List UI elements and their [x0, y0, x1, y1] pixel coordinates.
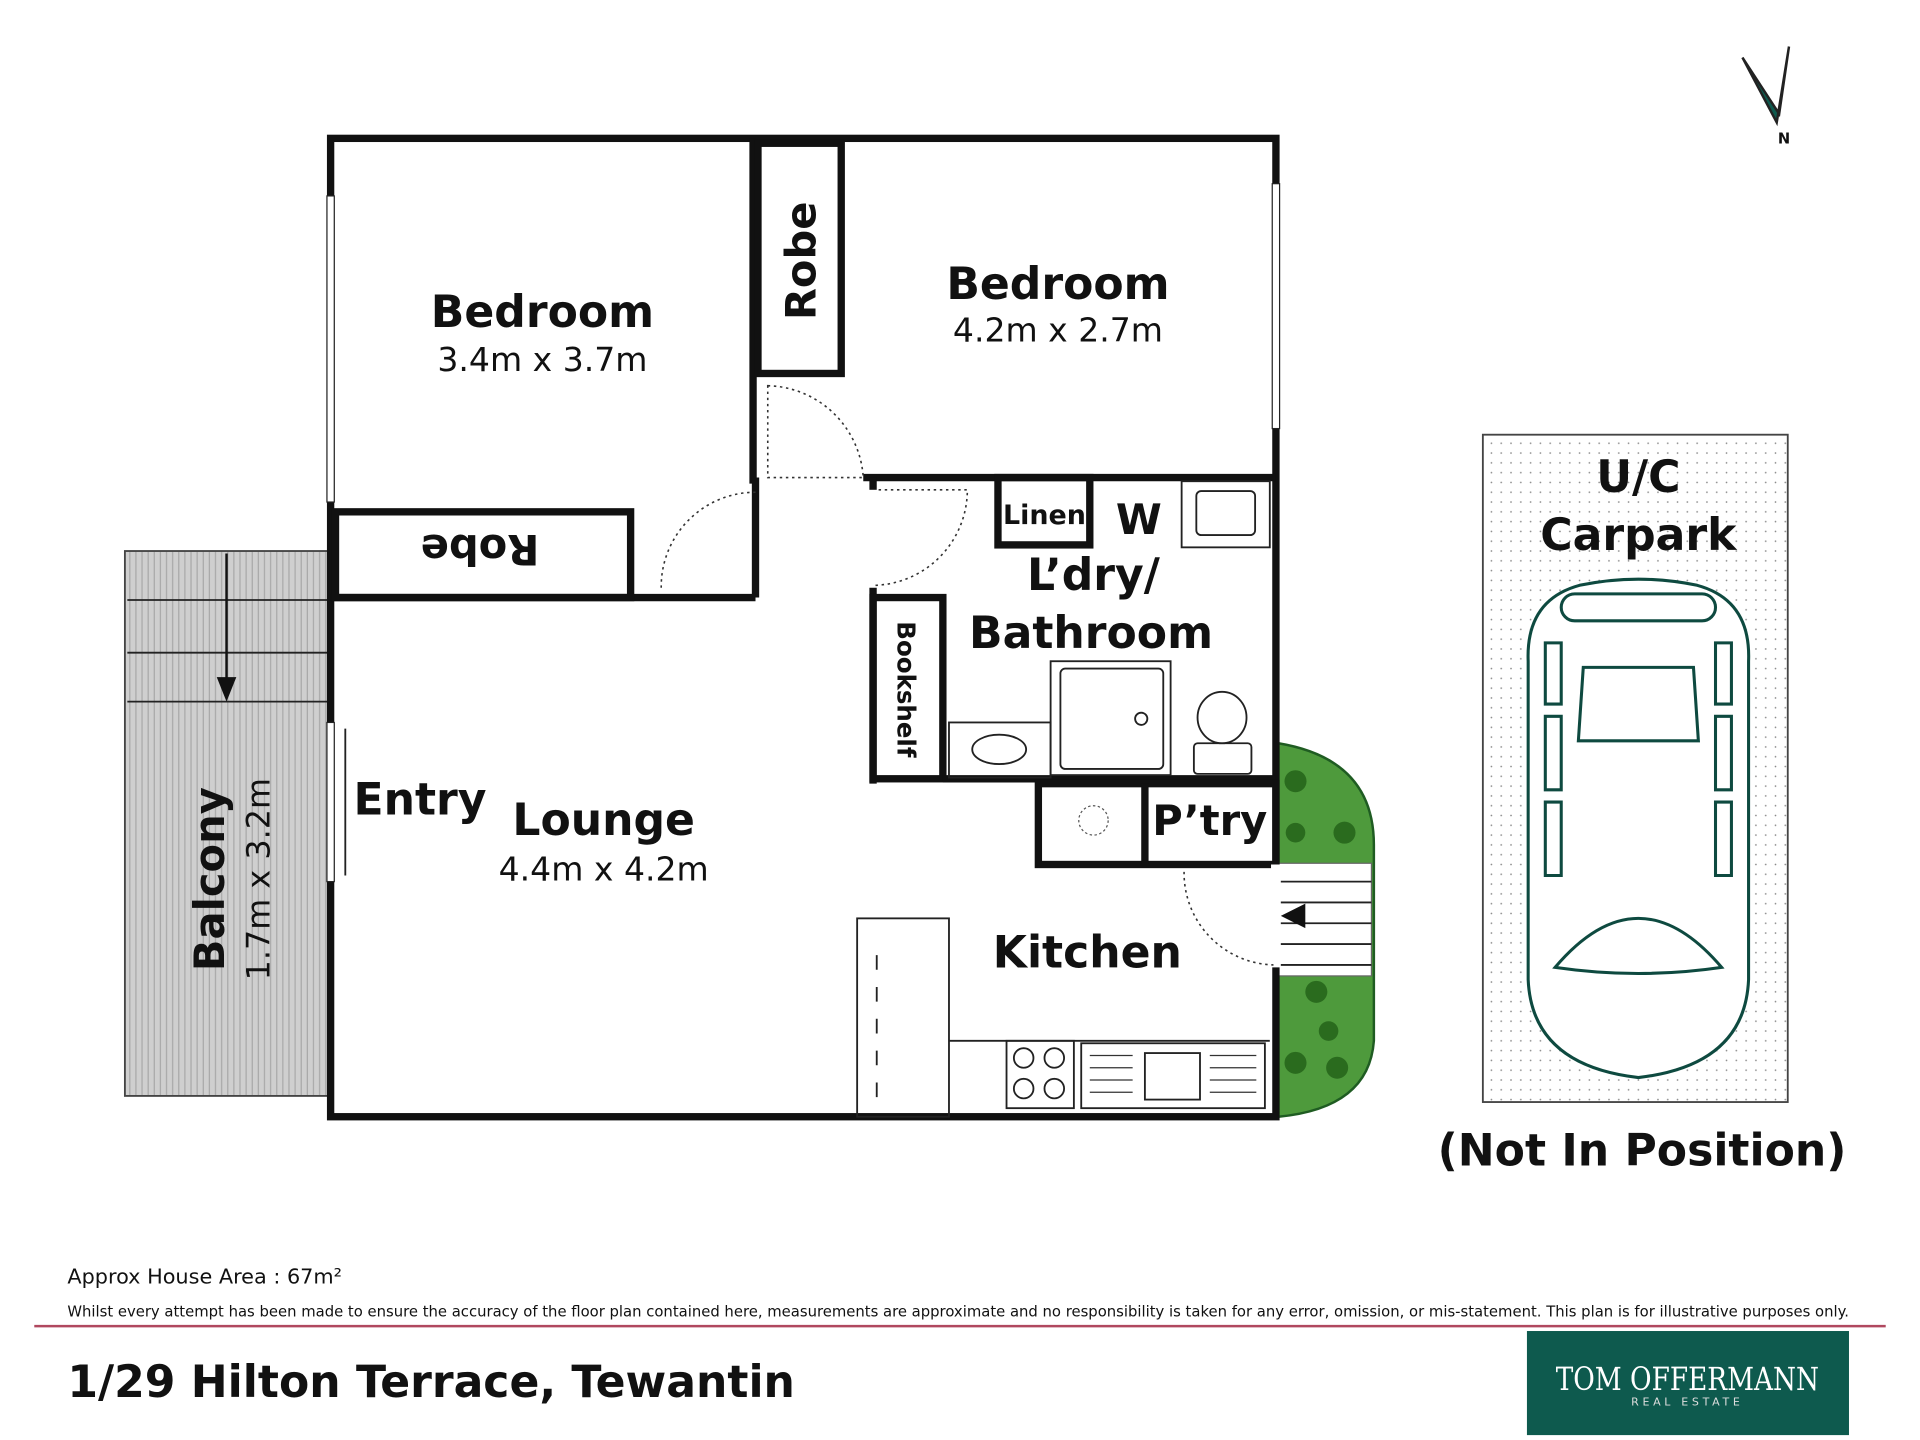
- basin-icon: [971, 733, 1028, 765]
- carpark: U/C Carpark (Not In Position): [1438, 433, 1847, 1177]
- robe-label: Robe: [777, 201, 826, 320]
- shower-icon: [1049, 660, 1172, 777]
- lounge-size: 4.4m x 4.2m: [499, 849, 709, 888]
- carpark-label: U/C: [1596, 452, 1680, 503]
- bedroom2-label: Bedroom: [946, 259, 1169, 310]
- north-arrow-icon: N: [1741, 46, 1790, 147]
- walls: [326, 134, 1281, 1121]
- pantry-label: P’try: [1152, 796, 1267, 845]
- lounge-label: Lounge: [512, 795, 695, 846]
- svg-text:N: N: [1778, 130, 1790, 147]
- disclaimer: Whilst every attempt has been made to en…: [67, 1302, 1849, 1320]
- entry-label: Entry: [353, 774, 486, 825]
- bathroom-label: Bathroom: [969, 608, 1213, 659]
- balcony-size: 1.7m x 3.2m: [239, 778, 277, 980]
- stair-arrow-icon: [216, 677, 237, 702]
- svg-text:TOM OFFERMANN: TOM OFFERMANN: [1556, 1360, 1819, 1398]
- balcony: Balcony 1.7m x 3.2m: [123, 550, 330, 1097]
- car-icon: [1526, 577, 1751, 1080]
- laundry-label: L’dry/: [1027, 550, 1161, 601]
- balcony-label: Balcony: [185, 787, 234, 971]
- bedroom1-label: Bedroom: [431, 287, 654, 338]
- sink-icon: [1080, 1042, 1266, 1110]
- agency-logo: TOM OFFERMANN REAL ESTATE: [1526, 1331, 1849, 1436]
- bookshelf-label: Bookshelf: [892, 621, 921, 758]
- footer: Approx House Area : 67m² Whilst every at…: [34, 1264, 1886, 1436]
- bedroom1-size: 3.4m x 3.7m: [437, 340, 647, 379]
- fixtures: [948, 480, 1271, 1110]
- kitchen-label: Kitchen: [993, 927, 1182, 978]
- stove-icon: [1005, 1039, 1075, 1110]
- wc-label: W: [1116, 495, 1162, 544]
- entry-arrow-icon: [1280, 903, 1306, 929]
- doors: [344, 384, 1274, 966]
- house-area: Approx House Area : 67m²: [67, 1264, 342, 1288]
- room-labels: Bedroom 3.4m x 3.7m Bedroom 4.2m x 2.7m …: [353, 201, 1267, 978]
- property-address: 1/29 Hilton Terrace, Tewantin: [67, 1357, 795, 1408]
- toilet-icon: [1192, 690, 1253, 775]
- carpark-note: (Not In Position): [1438, 1126, 1847, 1177]
- fridge-icon: [1078, 805, 1109, 836]
- carpark-label: Carpark: [1540, 510, 1738, 561]
- linen-label: Linen: [1003, 500, 1086, 531]
- robe-label: Robe: [421, 525, 540, 574]
- svg-text:REAL ESTATE: REAL ESTATE: [1631, 1396, 1743, 1409]
- bedroom2-size: 4.2m x 2.7m: [953, 311, 1163, 350]
- laundry-tub-icon: [1180, 480, 1271, 549]
- garden: [1277, 741, 1376, 1119]
